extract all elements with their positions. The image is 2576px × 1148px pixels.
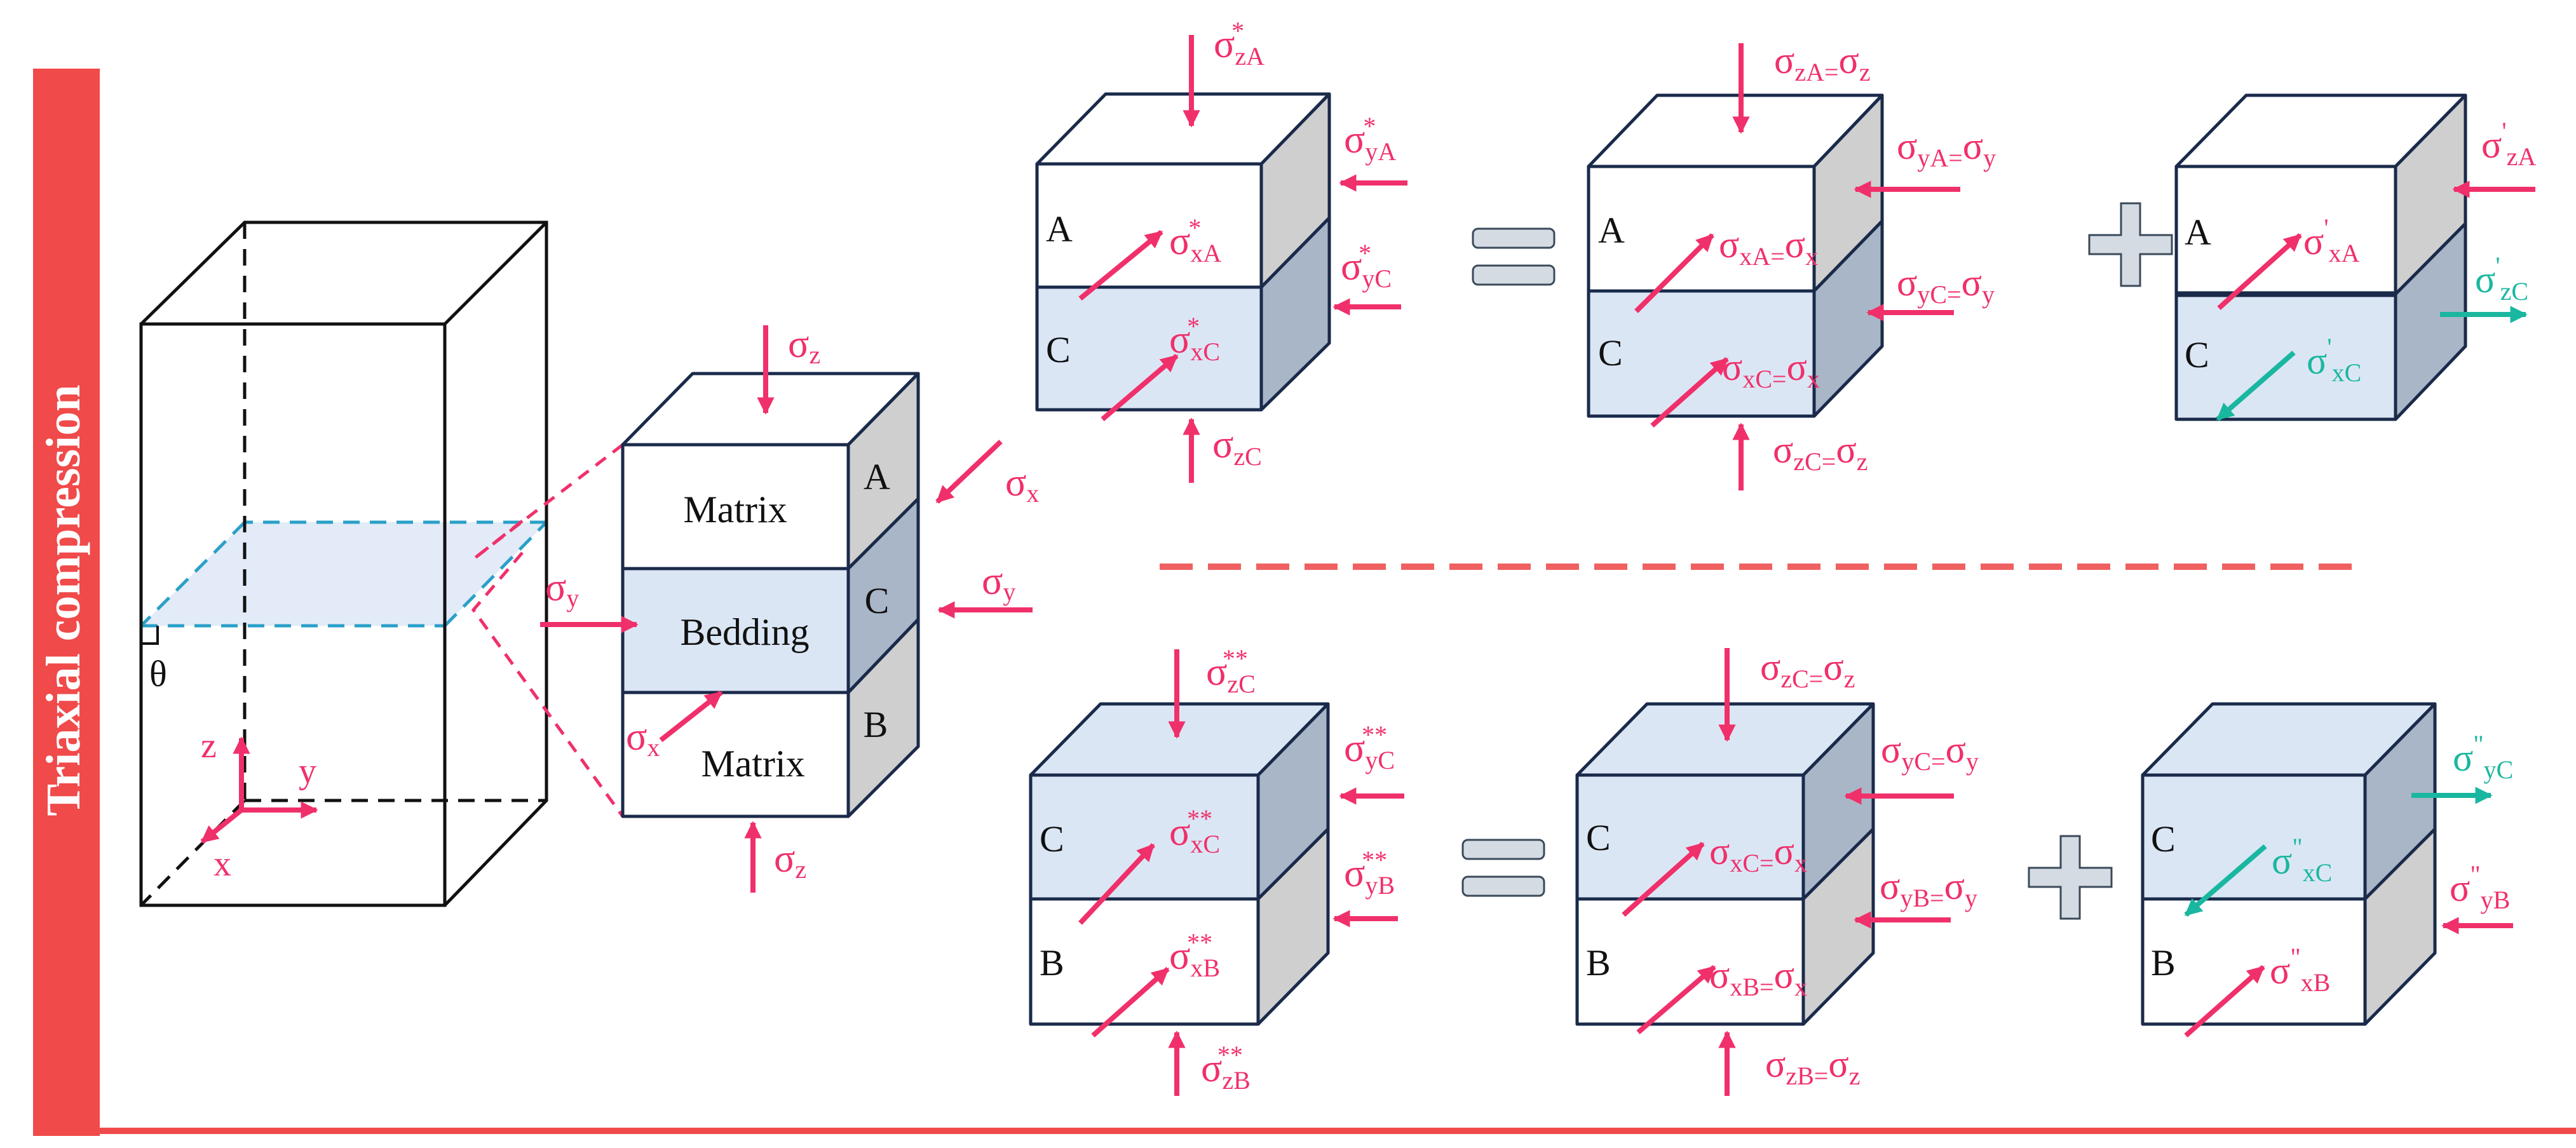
block-sigma-x-right: σx <box>1005 461 1039 508</box>
l1-labels: σzC** σyC** σxC** σyB** σxB** σzB** <box>1169 644 1395 1095</box>
u1-sigma-zc: σzC <box>1212 423 1262 471</box>
block-sigma-z-bottom: σz <box>774 837 806 884</box>
u1-sigma-ya: σyA* <box>1344 112 1396 166</box>
u1-stresses <box>1078 35 1407 483</box>
bedding-plane <box>141 522 546 626</box>
l2-stresses <box>1622 648 1954 1096</box>
u3-sigma-za: σ'zA <box>2481 117 2536 171</box>
zoom-line-bottom <box>471 551 625 818</box>
l2-layer-b: B <box>1586 942 1611 983</box>
upper-equals-sign <box>1472 227 1556 286</box>
side-label-a: A <box>864 456 890 497</box>
l2-sigma-zc: σzC=σz <box>1760 646 1855 693</box>
u2-sigma-zc: σzC=σz <box>1773 429 1868 476</box>
upper-total-cube <box>1035 92 1331 412</box>
u2-sigma-za: σzA=σz <box>1774 39 1871 86</box>
coordinate-axes: z y x <box>200 726 318 884</box>
u2-layer-c: C <box>1598 332 1623 374</box>
block-sigma-y-left: σy <box>545 566 579 612</box>
axis-y-label: y <box>299 752 316 791</box>
lower-total-cube <box>1029 702 1330 1026</box>
u1-sigma-xa: σxA* <box>1169 213 1221 267</box>
block-stresses <box>540 325 1033 893</box>
l2-sigma-zb: σzB=σz <box>1765 1043 1860 1090</box>
l3-stresses <box>2184 787 2513 1037</box>
l1-sigma-yc: σyC** <box>1344 720 1395 774</box>
u1-sigma-xc: σxC* <box>1169 312 1220 366</box>
upper-extra-cube <box>2174 93 2467 421</box>
u1-labels: σzA* σyA* σxA* σyC* σxC* σzC <box>1169 17 1396 471</box>
l2-layer-c: C <box>1586 817 1611 858</box>
u2-sigma-ya: σyA=σy <box>1897 125 1996 172</box>
side-label-c: C <box>865 580 890 621</box>
u2-stresses <box>1634 43 1960 490</box>
l3-layer-b: B <box>2151 942 2176 983</box>
layer-matrix-top: Matrix <box>683 489 787 530</box>
side-bar <box>33 69 100 1136</box>
l2-sigma-yc: σyC=σy <box>1881 729 1979 776</box>
angle-label: θ <box>149 653 167 694</box>
u2-sigma-yc: σyC=σy <box>1897 262 1995 309</box>
specimen-prism <box>139 220 548 907</box>
block-sigma-z-top: σz <box>788 323 820 369</box>
u3-sigma-zc: σ'zC <box>2475 252 2528 306</box>
l1-sigma-xc: σxC** <box>1169 804 1220 858</box>
u3-stresses <box>2216 180 2535 422</box>
l3-sigma-yc: σ"yC <box>2453 730 2513 784</box>
l3-sigma-yb: σ"yB <box>2450 860 2510 914</box>
axis-z-label: z <box>201 726 217 766</box>
l1-sigma-zc: σzC** <box>1206 644 1256 698</box>
side-label: Triaxial compression <box>37 384 90 816</box>
l3-labels: σ"yC σ"xC σ"yB σ"xB <box>2270 730 2513 997</box>
u2-layer-a: A <box>1598 210 1625 251</box>
u3-labels: σ'zA σ'xA σ'zC σ'xC <box>2303 117 2536 387</box>
lower-equals-sign <box>1461 839 1545 897</box>
side-label-b: B <box>864 704 888 745</box>
block-sigma-y-right: σy <box>982 560 1015 606</box>
l1-sigma-xb: σxB** <box>1169 928 1220 982</box>
layer-matrix-bottom: Matrix <box>701 743 804 785</box>
l1-layer-c: C <box>1040 818 1064 860</box>
u3-layer-c: C <box>2185 334 2209 375</box>
axis-x-label: x <box>214 844 231 884</box>
l1-sigma-zb: σzB** <box>1201 1041 1251 1095</box>
u1-sigma-yc: σyC* <box>1341 239 1392 293</box>
u1-sigma-za: σzA* <box>1214 17 1264 71</box>
u1-layer-c: C <box>1046 329 1071 370</box>
u3-layer-a: A <box>2185 212 2211 253</box>
lower-plus-sign <box>2028 835 2113 920</box>
l1-sigma-yb: σyB** <box>1344 846 1395 900</box>
l3-layer-c: C <box>2151 818 2176 860</box>
layer-bedding: Bedding <box>680 611 809 653</box>
u1-layer-a: A <box>1046 208 1073 250</box>
l2-sigma-yb: σyB=σy <box>1880 865 1977 912</box>
l1-stresses <box>1078 649 1404 1096</box>
upper-plus-sign <box>2088 202 2173 287</box>
l1-layer-b: B <box>1040 942 1064 983</box>
lower-extra-cube <box>2141 702 2437 1026</box>
